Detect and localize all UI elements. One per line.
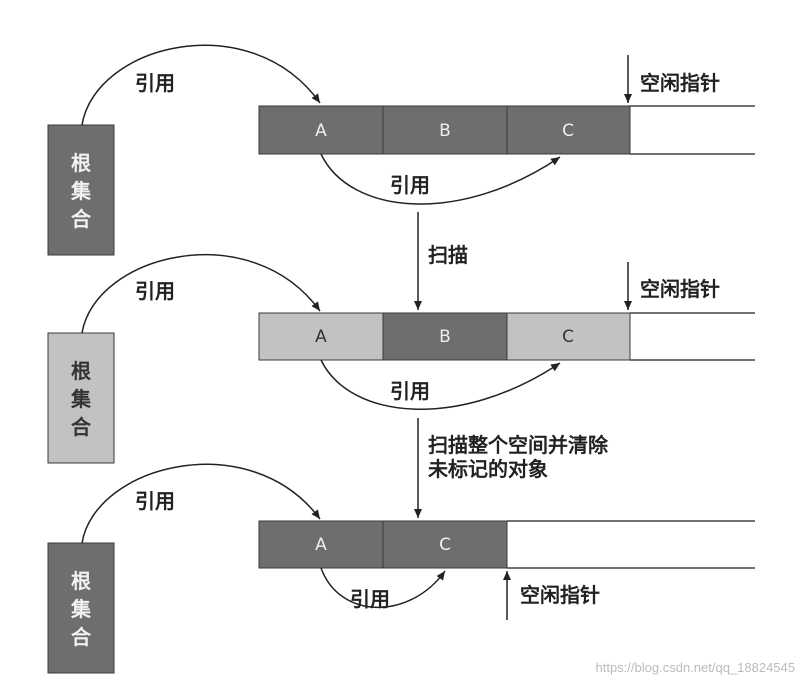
root-set-box [47,332,115,464]
root-set-char: 合 [71,415,92,439]
transition-2: 扫描整个空间并清除 未标记的对象 [414,418,609,518]
root-reference-label: 引用 [135,489,175,513]
heap-object-label: C [562,121,574,141]
heap-object-label: A [315,535,327,555]
root-reference-arrow [81,44,321,126]
root-reference-arrow [81,254,321,334]
inner-reference-label: 引用 [350,587,390,611]
heap-object-label: C [439,535,451,555]
free-pointer-label: 空闲指针 [520,583,600,607]
heap-object-label: A [315,327,327,347]
heap-object-cell [382,312,508,361]
transition-1: 扫描 [414,212,468,310]
root-set-char: 根 [71,359,91,383]
inner-reference-arrow [320,359,561,410]
heap-object-cell [382,520,508,569]
root-reference-label: 引用 [135,71,175,95]
free-pointer-label: 空闲指针 [640,277,720,301]
root-set-char: 根 [71,151,91,175]
heap-object-cell [382,105,508,155]
root-reference-label: 引用 [135,279,175,303]
heap-object-cell [258,105,384,155]
root-set-char: 根 [71,569,91,593]
stage-1: 根 集 合 引用 A B C 引用 空闲指针 [47,44,755,256]
root-set-char: 集 [70,387,92,411]
free-pointer-label: 空闲指针 [640,71,720,95]
inner-reference-arrow [320,567,446,609]
heap-object-cell [258,312,384,361]
transition-label-line-2: 未标记的对象 [428,457,548,481]
watermark: https://blog.csdn.net/qq_18824545 [596,660,796,675]
root-set-char: 集 [70,597,92,621]
heap-object-label: C [562,327,574,347]
transition-label: 扫描 [428,243,468,267]
stage-2: 根 集 合 引用 A B C 引用 空闲指针 [47,254,755,464]
root-set-char: 合 [71,625,92,649]
heap-object-label: A [315,121,327,141]
root-set-char: 合 [71,207,92,231]
heap-object-label: B [439,327,451,347]
heap-object-cell [506,105,631,155]
inner-reference-label: 引用 [390,173,430,197]
inner-reference-arrow [320,153,561,205]
transition-label-line-1: 扫描整个空间并清除 [428,433,609,457]
root-set-char: 集 [70,179,92,203]
heap-object-cell [506,312,631,361]
heap-object-label: B [439,121,451,141]
stage-3: 根 集 合 引用 A C 引用 空闲指针 [47,463,755,674]
root-set-box [47,542,115,674]
inner-reference-label: 引用 [390,379,430,403]
root-set-box [47,124,115,256]
root-reference-arrow [81,463,321,544]
